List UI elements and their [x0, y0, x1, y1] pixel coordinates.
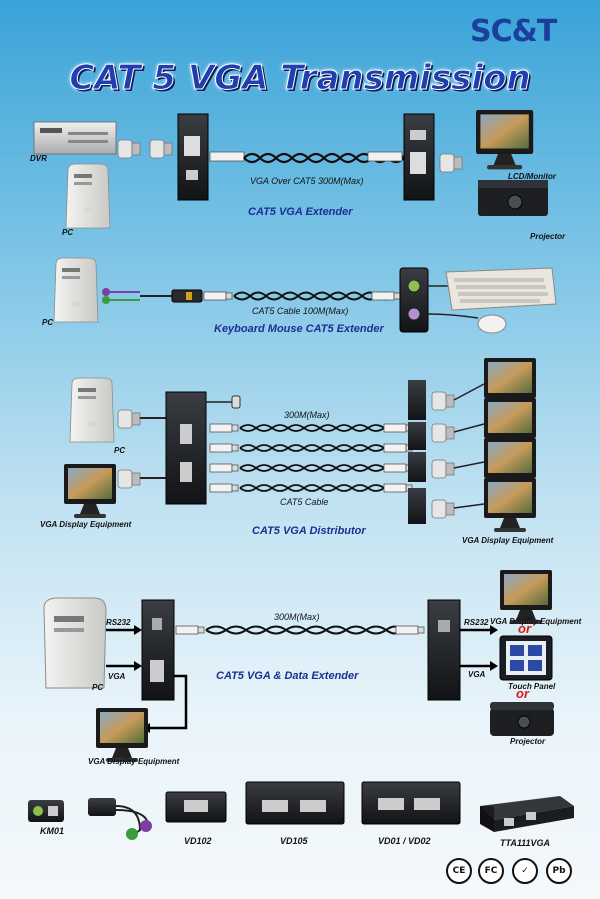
vga-display-image-s4-right: [500, 570, 552, 624]
label-rs232-left: RS232: [106, 618, 131, 627]
label-300m-s3: 300M(Max): [284, 410, 330, 420]
label-or-1: or: [518, 621, 531, 636]
ce-mark-icon: CE: [446, 858, 472, 884]
label-pc-s3: PC: [114, 446, 126, 455]
label-cat5-cable-100m: CAT5 Cable 100M(Max): [252, 306, 349, 316]
pc-image-s1: [65, 163, 111, 229]
mouse-image: [477, 314, 507, 334]
label-lcd-monitor: LCD/Monitor: [508, 172, 556, 181]
page-title: CAT 5 VGA Transmission: [69, 58, 531, 99]
product-tta111vga-image: [480, 796, 574, 832]
label-projector-s4: Projector: [510, 737, 546, 746]
brand-logo: SC&T: [470, 14, 557, 49]
section-title-distributor: CAT5 VGA Distributor: [252, 525, 366, 537]
product-vd01-vd02-image: [361, 781, 461, 825]
projector-image-s4: [490, 702, 554, 736]
label-rs232-right: RS232: [464, 618, 489, 627]
pc-image-s4: [43, 597, 107, 689]
label-pc-s2: PC: [42, 318, 54, 327]
section-title-data-extender: CAT5 VGA & Data Extender: [216, 670, 359, 682]
label-300m-s4: 300M(Max): [274, 612, 320, 622]
product-km01-cable-image: [88, 798, 152, 840]
section-title-keyboard-mouse: Keyboard Mouse CAT5 Extender: [214, 323, 384, 335]
pb-free-icon: Pb: [546, 858, 572, 884]
product-vd102-image: [165, 791, 227, 823]
distributor-cables: [209, 423, 413, 493]
label-vga-display-s4-right: VGA Display Equipment: [490, 617, 582, 626]
product-label-vd102: VD102: [184, 836, 212, 846]
product-label-vd105: VD105: [280, 836, 308, 846]
label-projector: Projector: [530, 232, 566, 241]
product-km01-image: [28, 800, 64, 822]
label-vga-display-s3-out: VGA Display Equipment: [462, 536, 554, 545]
label-pc-s1: PC: [62, 228, 74, 237]
pc-image-s2: [53, 257, 99, 323]
vga-display-image-s4-left: [96, 708, 148, 762]
label-vga-display-s4-left: VGA Display Equipment: [88, 757, 180, 766]
pc-image-s3: [69, 377, 115, 443]
lcd-monitor-image: [476, 110, 534, 170]
label-vga-over-cat5: VGA Over CAT5 300M(Max): [250, 176, 364, 186]
vga-display-stack: [484, 358, 536, 532]
fcc-mark-icon: FC: [478, 858, 504, 884]
label-touch-panel: Touch Panel: [508, 682, 556, 691]
product-label-tta111vga: TTA111VGA: [500, 838, 551, 848]
label-or-2: or: [516, 686, 529, 701]
label-pc-s4: PC: [92, 683, 104, 692]
keyboard-image: [445, 267, 557, 311]
label-vga-display-s3-in: VGA Display Equipment: [40, 520, 132, 529]
check-mark-icon: ✓: [512, 858, 538, 884]
label-vga-left: VGA: [108, 672, 126, 681]
label-dvr: DVR: [30, 154, 47, 163]
product-label-km01: KM01: [40, 826, 65, 836]
projector-image: [478, 180, 548, 216]
data-extender-left-unit: [141, 599, 175, 701]
extender-right-unit: [403, 113, 435, 201]
distributor-unit: [165, 391, 207, 505]
label-cat5-cable: CAT5 Cable: [280, 497, 329, 507]
km-extender-unit: [399, 267, 429, 333]
dvr-image: [33, 121, 117, 155]
touch-panel-image: [499, 635, 553, 681]
data-extender-right-unit: [427, 599, 461, 701]
section-title-vga-extender: CAT5 VGA Extender: [248, 206, 353, 218]
vga-display-image-s3-in: [64, 464, 116, 518]
product-label-vd01-vd02: VD01 / VD02: [378, 836, 431, 846]
extender-left-unit: [177, 113, 209, 201]
label-vga-right: VGA: [468, 670, 486, 679]
distributor-receivers: [408, 380, 485, 524]
product-vd105-image: [245, 781, 345, 825]
